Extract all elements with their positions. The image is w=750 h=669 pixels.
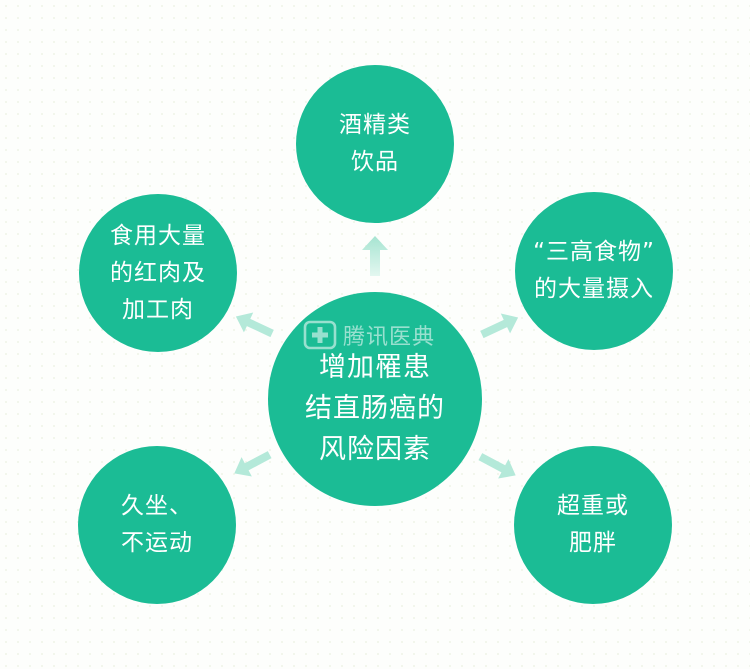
center-node-label: 增加罹患 结直肠癌的 风险因素 [305, 351, 445, 465]
arrow-lower-left [234, 451, 272, 477]
arrow-upper-right [480, 313, 519, 339]
node-sedentary-label: 久坐、 不运动 [121, 493, 193, 556]
arrow-upper-left [235, 312, 274, 338]
watermark: 腾讯医典 [303, 318, 435, 352]
node-alcohol-label: 酒精类 饮品 [339, 112, 411, 175]
center-node: 增加罹患 结直肠癌的 风险因素 [268, 292, 482, 506]
node-alcohol: 酒精类 饮品 [296, 65, 454, 223]
node-obesity: 超重或 肥胖 [514, 446, 672, 604]
node-high-diet-label: “三高食物” 的大量摄入 [533, 239, 655, 302]
node-processed-meat-label: 食用大量 的红肉及 加工肉 [110, 222, 206, 323]
node-high-diet: “三高食物” 的大量摄入 [515, 192, 673, 350]
watermark-text: 腾讯医典 [343, 325, 436, 350]
medical-cross-icon [303, 320, 337, 350]
node-obesity-label: 超重或 肥胖 [557, 493, 629, 556]
node-sedentary: 久坐、 不运动 [78, 446, 236, 604]
arrow-lower-right [478, 453, 516, 479]
arrow-up [362, 236, 388, 276]
node-processed-meat: 食用大量 的红肉及 加工肉 [79, 194, 237, 352]
